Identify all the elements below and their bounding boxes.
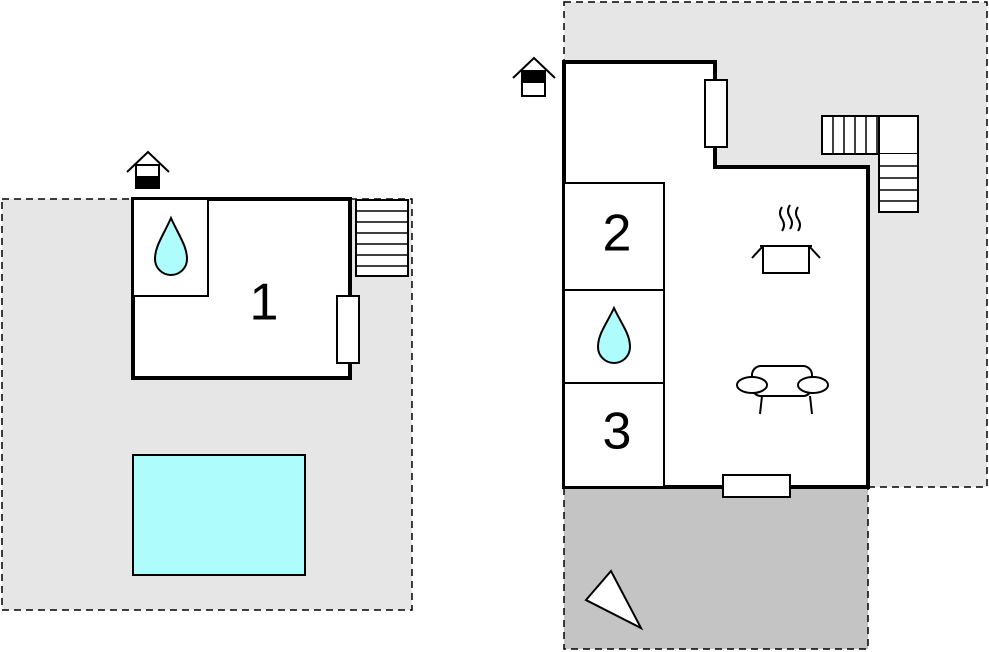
door [336, 295, 360, 364]
door [722, 474, 791, 498]
north-arrow-icon [584, 569, 644, 631]
sofa-icon [736, 365, 829, 415]
room-3-outline [563, 382, 665, 488]
room-label-2: 2 [603, 205, 632, 263]
left-unit: 1 [1, 150, 413, 611]
room-label-3: 3 [603, 403, 632, 461]
house-entrance-icon [126, 150, 170, 189]
right-unit: 2 3 [512, 1, 988, 650]
water-drop-icon [596, 305, 632, 364]
house-entrance-icon [512, 56, 556, 97]
swimming-pool [132, 454, 306, 576]
kitchen-pot-icon [751, 204, 821, 274]
room-label-1: 1 [250, 274, 279, 332]
water-drop-icon [153, 215, 189, 276]
door [704, 79, 728, 148]
room-2-outline [563, 182, 665, 291]
stairs-icon [821, 115, 919, 213]
terrace [563, 486, 869, 650]
stairs-icon [355, 199, 409, 277]
